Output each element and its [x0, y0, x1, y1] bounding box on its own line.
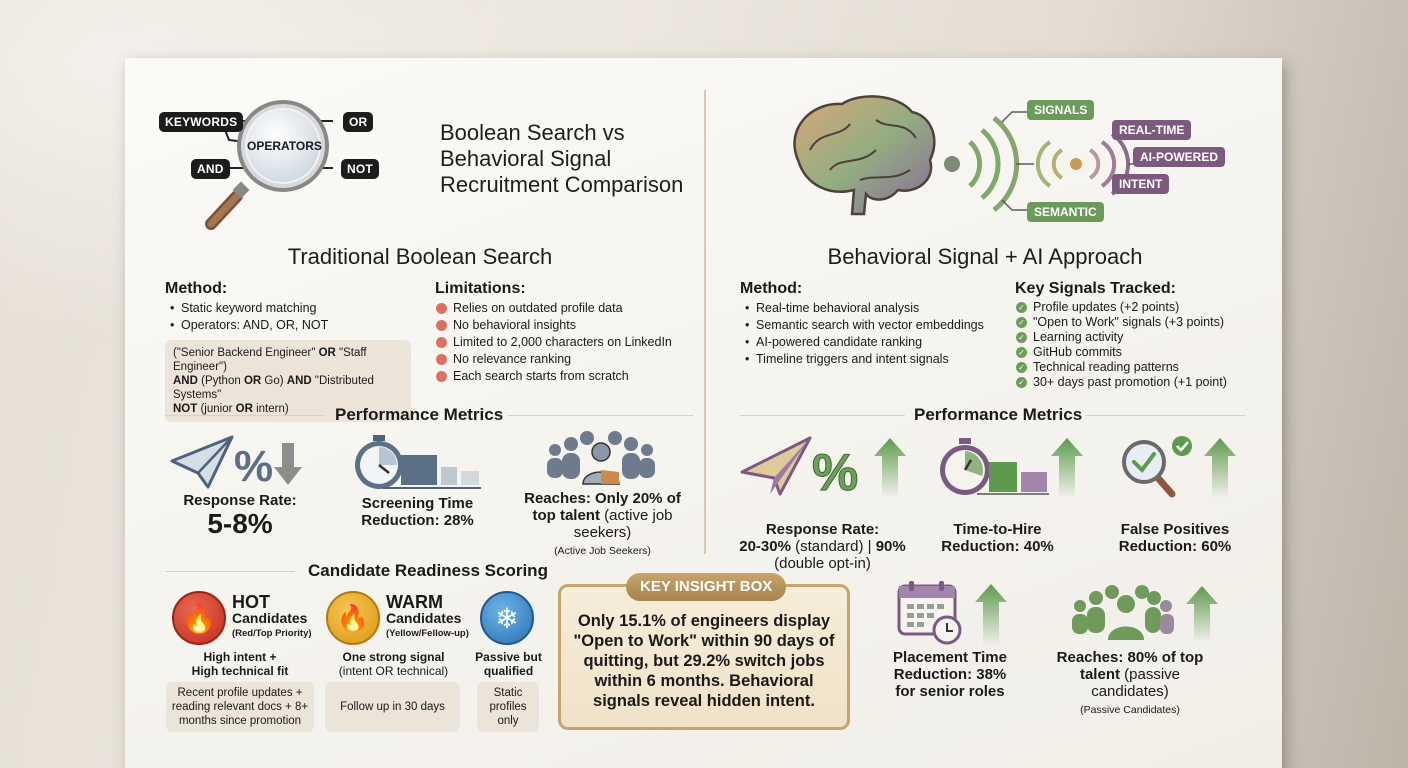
behavioral-section-title: Behavioral Signal + AI Approach	[827, 244, 1143, 269]
limitation-item: No relevance ranking	[435, 351, 695, 368]
behavioral-placement-time: Placement Time Reduction: 38% for senior…	[893, 649, 1007, 700]
signal-item: ✓30+ days past promotion (+1 point)	[1015, 375, 1255, 390]
behavioral-reach: Reaches: 80% of top talent (passive cand…	[1056, 649, 1204, 716]
method-item: Static keyword matching	[165, 300, 435, 317]
check-icon: ✓	[1016, 377, 1027, 388]
calendar-clock-up-icon	[897, 581, 1007, 646]
semantic-tag: SEMANTIC	[1027, 202, 1104, 222]
keywords-tag: KEYWORDS	[159, 112, 244, 132]
warm-tier-desc: One strong signal(intent OR technical)	[338, 650, 449, 678]
boolean-limitations: Limitations: Relies on outdated profile …	[435, 280, 695, 385]
method-item: Timeline triggers and intent signals	[740, 351, 1010, 368]
boolean-response-rate: Response Rate: 5-8%	[165, 492, 315, 539]
brain-icon	[793, 95, 1152, 216]
hot-tier-heading: HOT Candidates (Red/Top Priority)	[232, 592, 312, 639]
check-icon: ✓	[1016, 332, 1027, 343]
operators-label: OPERATORS	[247, 139, 322, 153]
limitation-item: Each search starts from scratch	[435, 368, 695, 385]
ai-powered-tag: AI-POWERED	[1133, 147, 1225, 167]
check-icon: ✓	[1016, 317, 1027, 328]
magnifying-glass-icon	[205, 100, 333, 230]
stopwatch-up-icon	[940, 438, 1083, 498]
fire-icon-hot: 🔥	[172, 591, 226, 645]
snowflake-icon: ❄	[480, 591, 534, 645]
boolean-performance-title: Performance Metrics	[335, 405, 504, 424]
behavioral-performance-title: Performance Metrics	[914, 405, 1083, 424]
warning-icon	[436, 337, 447, 348]
method-item: Real-time behavioral analysis	[740, 300, 1010, 317]
limitation-item: No behavioral insights	[435, 317, 695, 334]
and-tag: AND	[191, 159, 230, 179]
warning-icon	[436, 303, 447, 314]
section-rule	[508, 415, 693, 416]
boolean-magnifier-illustration: OPERATORS KEYWORDS OR AND NOT	[155, 88, 385, 238]
behavioral-false-positives: False Positives Reduction: 60%	[1118, 521, 1232, 555]
warning-icon	[436, 371, 447, 382]
warm-tier-criteria: Follow up in 30 days	[325, 682, 460, 732]
limitation-item: Relies on outdated profile data	[435, 300, 695, 317]
real-time-tag: REAL-TIME	[1112, 120, 1192, 140]
brain-signals-illustration: SIGNALS SEMANTIC REAL-TIME AI-POWERED IN…	[780, 90, 1230, 222]
stopwatch-bars-icon	[355, 435, 481, 489]
warning-icon	[436, 320, 447, 331]
boolean-screening-time: Screening Time Reduction: 28%	[361, 495, 474, 529]
paper-plane-percent-down-icon: %	[170, 435, 302, 491]
boolean-query-example: ("Senior Backend Engineer" OR "Staff Eng…	[165, 340, 411, 422]
magnifier-check-up-icon	[1122, 436, 1236, 498]
warm-tier-heading: WARM Candidates (Yellow/Fellow-up)	[386, 592, 469, 639]
method-item: AI-powered candidate ranking	[740, 334, 1010, 351]
signal-item: ✓GitHub commits	[1015, 345, 1255, 360]
signal-item: ✓Technical reading patterns	[1015, 360, 1255, 375]
key-signals-tracked: Key Signals Tracked: ✓Profile updates (+…	[1015, 280, 1255, 390]
signal-item: ✓Profile updates (+2 points)	[1015, 300, 1255, 315]
key-insight-tag: KEY INSIGHT BOX	[626, 573, 787, 601]
behavioral-method: Method: Real-time behavioral analysis Se…	[740, 280, 1010, 368]
boolean-method: Method: Static keyword matching Operator…	[165, 280, 435, 422]
key-insight-text: Only 15.1% of engineers display "Open to…	[573, 612, 835, 710]
warning-icon	[436, 354, 447, 365]
infographic-poster: OPERATORS KEYWORDS OR AND NOT Boolean Se…	[125, 58, 1282, 768]
signal-item: ✓"Open to Work" signals (+3 points)	[1015, 315, 1255, 330]
boolean-response-value: 5-8%	[207, 508, 273, 539]
behavioral-time-to-hire: Time-to-Hire Reduction: 40%	[941, 521, 1054, 555]
not-tag: NOT	[341, 159, 379, 179]
cold-tier-criteria: Static profiles only	[477, 682, 539, 732]
svg-text:%: %	[234, 442, 273, 491]
center-divider	[704, 90, 706, 554]
section-rule	[165, 571, 295, 572]
svg-text:%: %	[812, 444, 858, 498]
signal-item: ✓Learning activity	[1015, 330, 1255, 345]
check-icon: ✓	[1016, 302, 1027, 313]
page-title: Boolean Search vs Behavioral Signal Recr…	[440, 120, 684, 197]
signals-tag: SIGNALS	[1027, 100, 1095, 120]
people-group-icon	[547, 431, 655, 485]
boolean-reach: Reaches: Only 20% of top talent (active …	[524, 490, 681, 557]
or-tag: OR	[343, 112, 374, 132]
intent-tag: INTENT	[1112, 174, 1170, 194]
paper-plane-percent-up-icon: %	[740, 436, 906, 498]
method-item: Operators: AND, OR, NOT	[165, 317, 435, 334]
fire-icon-warm: 🔥	[326, 591, 380, 645]
boolean-section-title: Traditional Boolean Search	[287, 244, 553, 269]
readiness-title: Candidate Readiness Scoring	[308, 561, 548, 580]
method-item: Semantic search with vector embeddings	[740, 317, 1010, 334]
limitation-item: Limited to 2,000 characters on LinkedIn	[435, 334, 695, 351]
section-rule	[165, 415, 325, 416]
section-rule	[1085, 415, 1245, 416]
section-rule	[740, 415, 905, 416]
key-insight-box: KEY INSIGHT BOX Only 15.1% of engineers …	[558, 573, 850, 730]
behavioral-response-rate: Response Rate: 20-30% (standard) | 90% (…	[739, 521, 906, 572]
hot-tier-criteria: Recent profile updates + reading relevan…	[166, 682, 314, 732]
check-icon: ✓	[1016, 362, 1027, 373]
hot-tier-desc: High intent +High technical fit	[191, 650, 289, 678]
check-icon: ✓	[1016, 347, 1027, 358]
people-group-up-icon	[1072, 585, 1218, 642]
